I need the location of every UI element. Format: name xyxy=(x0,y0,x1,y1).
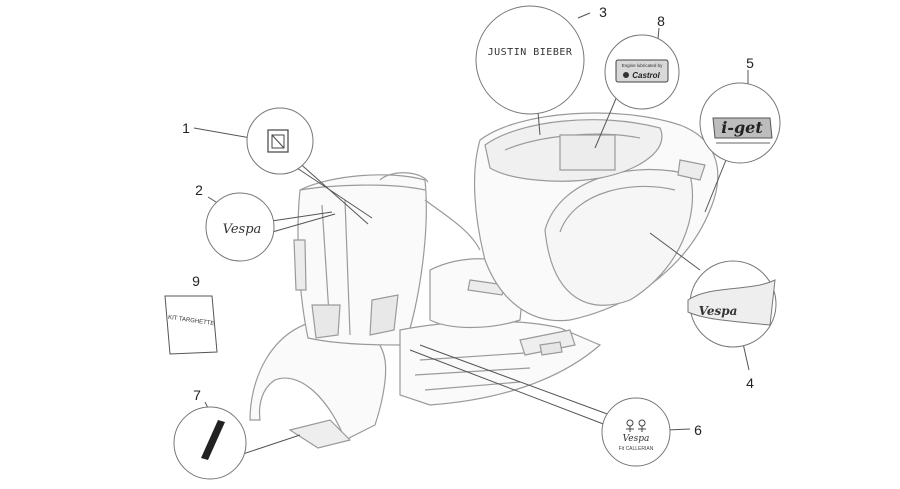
iget-badge: i-get xyxy=(712,117,773,144)
vespa-script-6: Vespa xyxy=(623,434,650,444)
vespa-plate-4: Vespa xyxy=(687,279,776,326)
callout-circle-3 xyxy=(475,5,585,115)
vespa-script-4: Vespa xyxy=(699,304,738,318)
square-badge-icon xyxy=(267,129,289,153)
callout-number-9: 9 xyxy=(192,273,200,289)
kit-targhette-bag: KIT TARGHETTE xyxy=(164,295,218,355)
scooter-outline xyxy=(249,112,719,449)
callout-number-7: 7 xyxy=(193,387,201,403)
callout-number-8: 8 xyxy=(657,13,665,29)
callout-circle-2 xyxy=(205,192,275,262)
slash-decal xyxy=(201,420,225,460)
castrol-brand: Castrol xyxy=(632,71,660,80)
vespa-caption-6: Fit CALLERIAN xyxy=(619,446,654,452)
castrol-tagline: Engine lubricated by xyxy=(622,63,664,68)
callout-number-1: 1 xyxy=(182,120,190,136)
iget-text: i-get xyxy=(721,118,763,137)
castrol-logo-icon xyxy=(623,72,629,78)
castrol-badge: Engine lubricated by Castrol xyxy=(615,59,669,83)
callout-number-4: 4 xyxy=(746,375,754,391)
vespa-logo-6: Vespa Fit CALLERIAN xyxy=(619,419,654,452)
callout-number-6: 6 xyxy=(694,422,702,438)
signature-text: JUSTIN BIEBER xyxy=(488,47,573,58)
vespa-script-2: Vespa xyxy=(223,222,262,237)
callout-number-3: 3 xyxy=(599,4,607,20)
callout-circle-6 xyxy=(601,397,671,467)
callout-number-5: 5 xyxy=(746,55,754,71)
callout-number-2: 2 xyxy=(195,182,203,198)
